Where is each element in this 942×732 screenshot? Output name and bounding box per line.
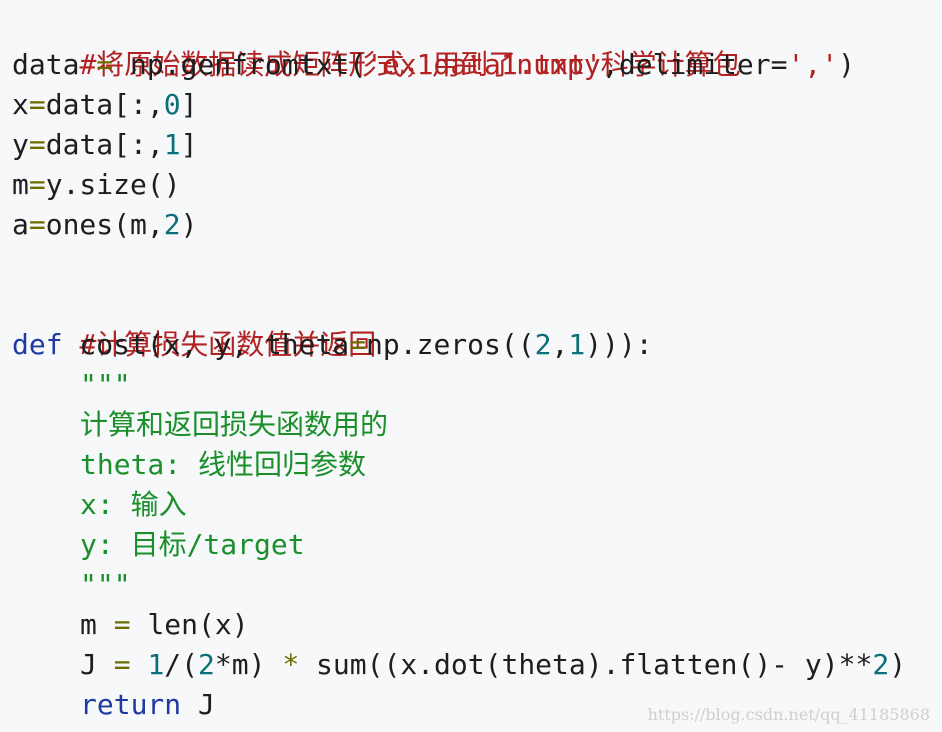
operator: = [28,128,46,161]
code-token: ] [180,128,198,161]
docstring: """ [80,368,131,401]
docstring: theta: 线性回归参数 [80,448,367,481]
code-line: #计算损失函数值并返回 [12,285,942,361]
code-token: ones(m, [45,208,164,241]
code-token: np.genfromtxt( [130,48,367,81]
operator: * [282,648,300,681]
code-line: def cost(x, y, theta=np.zeros((2,1))): [12,325,942,365]
code-token: data[:, [45,128,164,161]
code-token: y.size() [45,168,181,201]
code-line: 计算和返回损失函数用的 [12,405,942,445]
code-token: ))): [585,328,653,361]
code-line: a=ones(m,2) [12,205,942,245]
operator: = [28,88,46,121]
code-line: """ [12,365,942,405]
code-line: #将原始数据读成矩阵形式，用到了numpy科学计算包 [12,5,942,81]
number-literal: 1 [163,128,181,161]
operator: = [96,608,148,641]
number-literal: 2 [872,648,890,681]
code-token: ) [889,648,907,681]
operator: = [28,208,46,241]
number-literal: 2 [198,648,215,681]
code-token: ,delimiter= [602,48,788,81]
code-token: J [181,688,215,721]
code-line: """ [12,565,942,605]
comment: #计算损失函数值并返回 [79,328,377,361]
watermark-url: https://blog.csdn.net/qq_41185868 [647,705,930,724]
code-line: x: 输入 [12,485,942,525]
code-token: /( [164,648,199,681]
code-token: , [551,328,569,361]
comment: #将原始数据读成矩阵形式，用到了numpy科学计算包 [79,48,741,81]
operator: = [79,48,131,81]
code-token: data[:, [45,88,164,121]
docstring: 计算和返回损失函数用的 [80,408,389,441]
code-token: *m) [214,648,283,681]
code-token: a [12,208,29,241]
code-line: y=data[:,1] [12,125,942,165]
docstring: x: 输入 [80,488,187,521]
code-line: data = np.genfromtxt('ex1data1.txt',deli… [12,45,942,85]
code-line: m = len(x) [12,605,942,645]
number-literal: 1 [147,648,165,681]
code-line: m=y.size() [12,165,942,205]
code-token: data [12,48,80,81]
number-literal: 0 [163,88,181,121]
operator: = [28,168,46,201]
number-literal: 1 [568,328,586,361]
code-token: len(x) [147,608,249,641]
docstring: """ [80,568,131,601]
blank-line [12,245,942,285]
code-token: ) [180,208,198,241]
code-token: ] [180,88,198,121]
docstring: y: 目标/target [80,528,305,561]
code-token: sum((x.dot(theta).flatten()- y)** [299,648,873,681]
operator: = [349,328,367,361]
keyword: return [80,688,182,721]
code-token: y [12,128,29,161]
keyword: def [12,328,63,361]
string-literal: 'ex1data1.txt' [366,48,603,81]
string-literal: ',' [787,48,839,81]
code-token: ) [838,48,855,81]
code-line: J = 1/(2*m) * sum((x.dot(theta).flatten(… [12,645,942,685]
code-line: return J [12,685,942,725]
number-literal: 2 [534,328,552,361]
code-line: y: 目标/target [12,525,942,565]
number-literal: 2 [163,208,181,241]
code-token: np.zeros(( [366,328,535,361]
operator: = [96,648,148,681]
code-token: m [12,168,29,201]
code-line: x=data[:,0] [12,85,942,125]
code-token: m [80,608,97,641]
code-token: cost(x, y, theta [62,328,350,361]
code-line: theta: 线性回归参数 [12,445,942,485]
code-token: J [80,648,97,681]
code-token: x [12,88,29,121]
